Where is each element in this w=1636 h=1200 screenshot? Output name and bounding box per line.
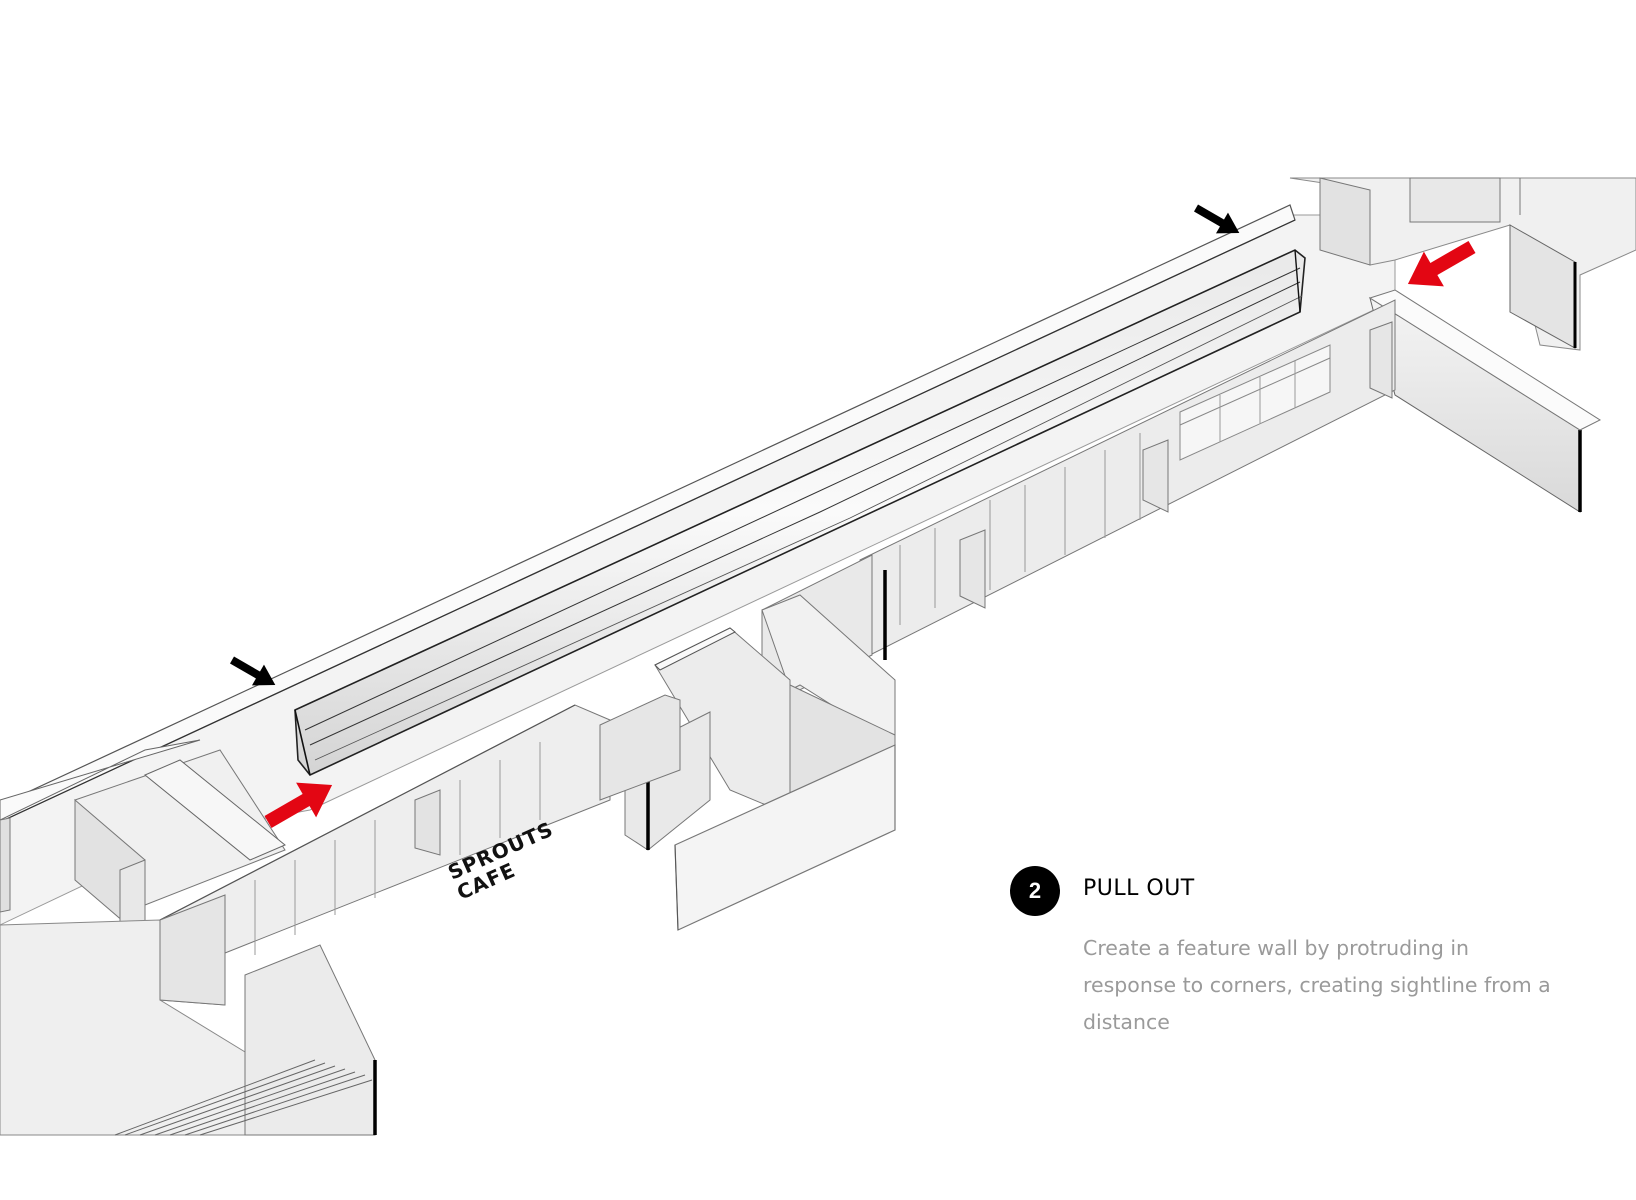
stairs — [114, 1059, 373, 1136]
feature-wall — [294, 249, 1306, 776]
step-number-badge: 2 — [1010, 866, 1060, 916]
right-end-rooms — [1289, 177, 1636, 351]
black-arrow-left-icon — [230, 656, 276, 686]
right-wing-wall — [1368, 289, 1602, 513]
red-arrow-left-icon — [264, 782, 333, 829]
red-arrow-right-icon — [1407, 240, 1476, 287]
step-title: PULL OUT — [1083, 876, 1195, 901]
left-rooms — [0, 739, 377, 1136]
cafe-front-wall — [159, 694, 681, 1006]
black-arrow-right-icon — [1194, 204, 1240, 234]
step-description: Create a feature wall by protruding in r… — [1083, 936, 1551, 1034]
back-wall — [0, 204, 1296, 823]
glazed-front-wall — [859, 299, 1396, 660]
